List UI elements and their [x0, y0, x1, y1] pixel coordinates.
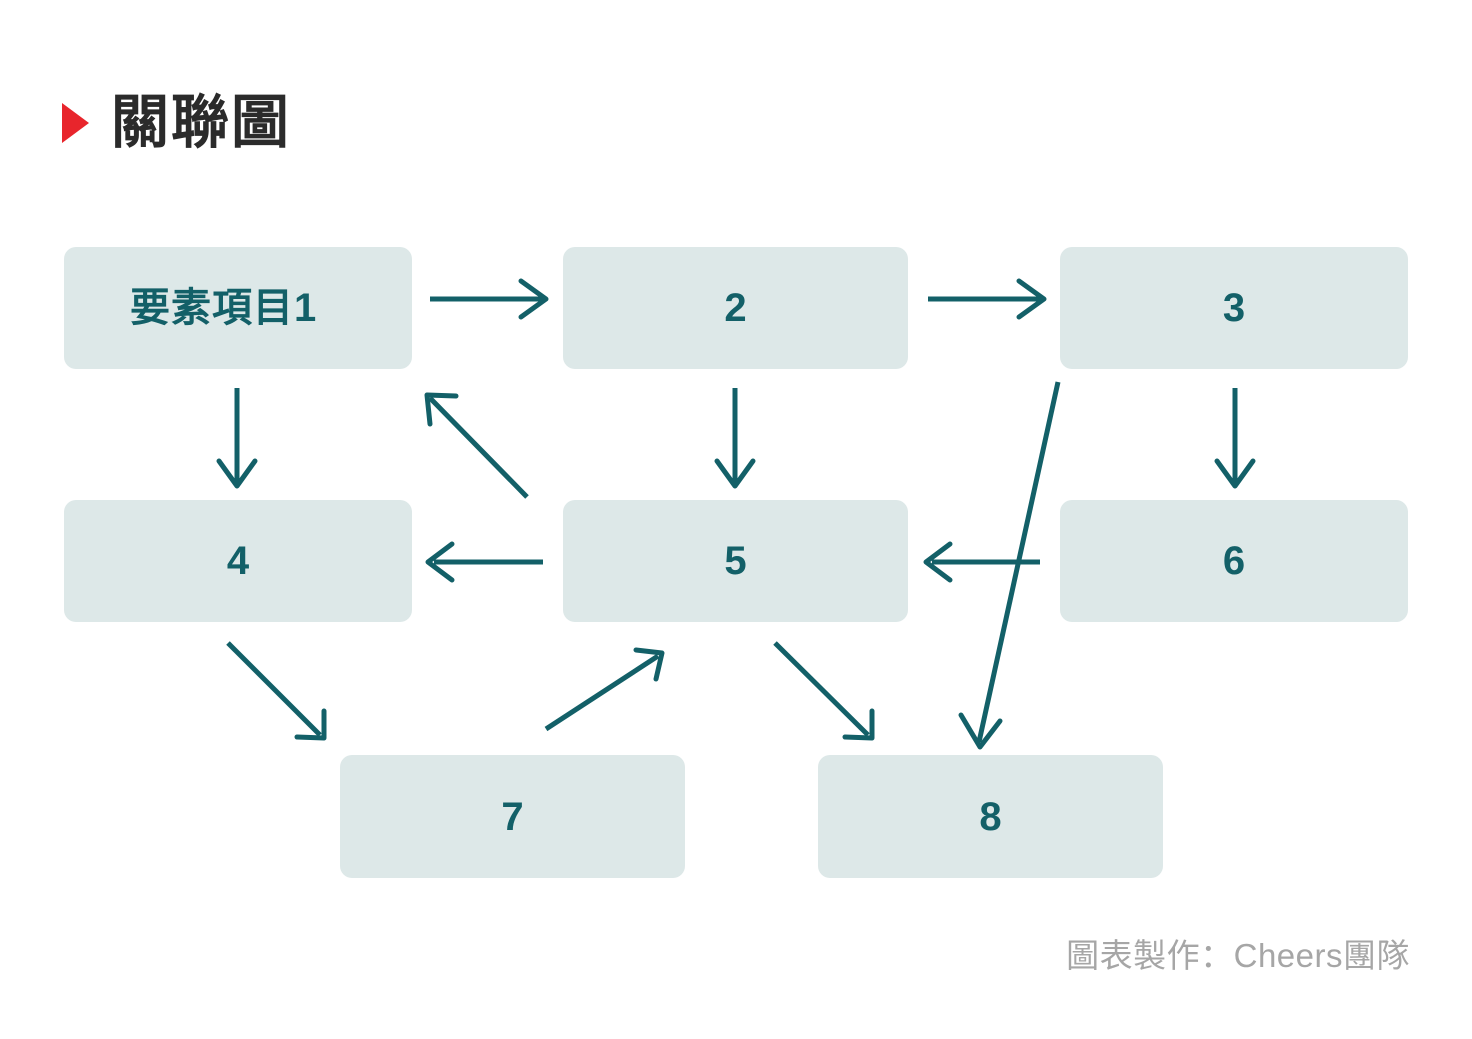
edge-5-to-1 [424, 392, 529, 499]
edge-5-to-8 [773, 641, 875, 741]
diagram-node-4-label: 4 [226, 539, 250, 583]
edge-4-to-7 [226, 641, 327, 741]
diagram-node-4[interactable]: 4 [64, 500, 412, 622]
edge-3-to-6 [1214, 388, 1256, 489]
page-title: 關聯圖 [62, 94, 291, 152]
diagram-node-7[interactable]: 7 [340, 755, 685, 878]
edge-1-to-2 [430, 278, 549, 320]
credit-text: 圖表製作：Cheers團隊 [1066, 937, 1410, 974]
diagram-node-2-label: 2 [724, 286, 747, 330]
diagram-node-5[interactable]: 5 [563, 500, 908, 622]
page-title-text: 關聯圖 [111, 90, 292, 155]
edge-3-to-8 [958, 381, 1061, 750]
diagram-node-2[interactable]: 2 [563, 247, 908, 369]
diagram-node-1-label: 要素項目1 [130, 286, 318, 330]
diagram-node-3[interactable]: 3 [1060, 247, 1408, 369]
red-triangle-icon [62, 103, 89, 143]
diagram-node-6-label: 6 [1222, 539, 1246, 583]
edge-6-to-5 [923, 541, 1040, 583]
diagram-node-8-label: 8 [979, 794, 1002, 839]
diagram-node-8[interactable]: 8 [818, 755, 1163, 878]
diagram-node-7-label: 7 [501, 794, 524, 839]
edge-2-to-5 [714, 388, 756, 489]
diagram-node-6[interactable]: 6 [1060, 500, 1408, 622]
edge-5-to-4 [425, 541, 543, 583]
edge-2-to-3 [928, 278, 1047, 320]
diagram-node-3-label: 3 [1222, 286, 1246, 330]
diagram-node-5-label: 5 [724, 539, 747, 583]
edge-7-to-5 [544, 647, 665, 732]
diagram-node-1[interactable]: 要素項目1 [64, 247, 412, 369]
edge-1-to-4 [216, 388, 258, 489]
